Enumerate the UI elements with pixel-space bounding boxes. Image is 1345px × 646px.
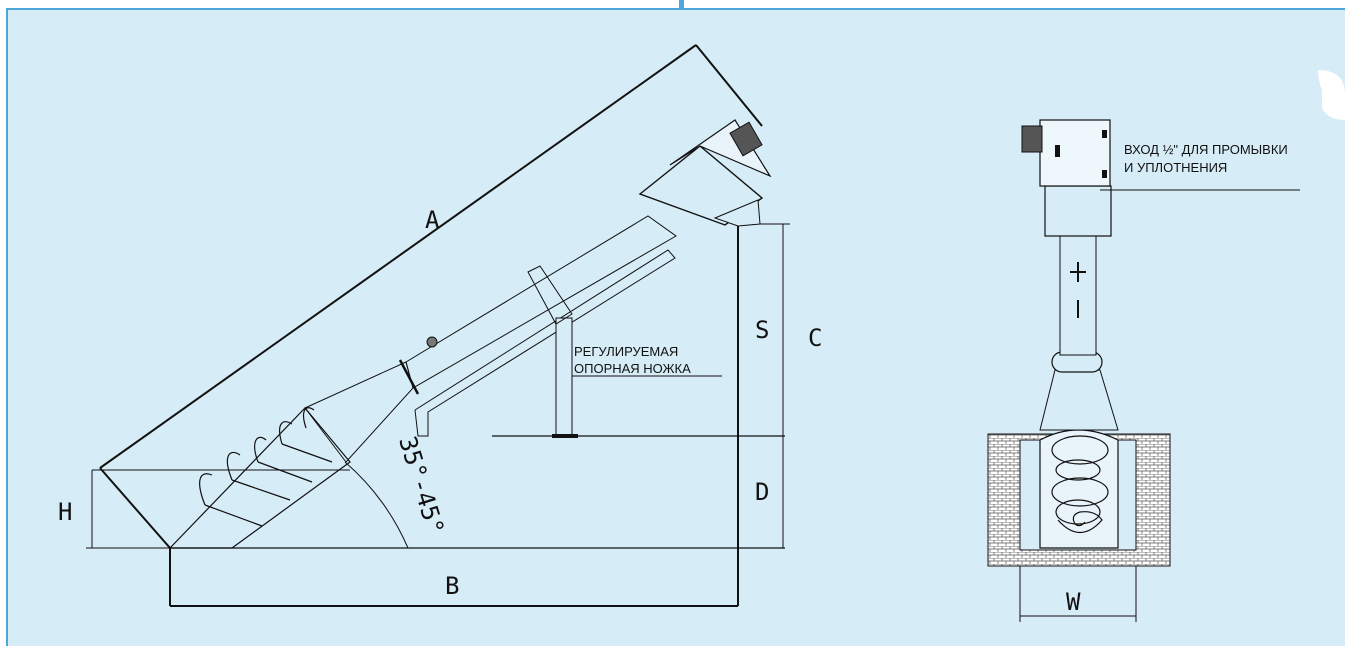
- edge-glyph: [1318, 70, 1345, 120]
- dimension-a-line: [99, 44, 697, 469]
- inlet-trough: [168, 407, 351, 549]
- dimension-a-left-end: [99, 467, 171, 549]
- inlet-line2: И УПЛОТНЕНИЯ: [1124, 160, 1227, 175]
- adjustable-leg-line2: ОПОРНАЯ НОЖКА: [574, 361, 691, 376]
- adjustable-leg-line1: РЕГУЛИРУЕМАЯ: [574, 344, 678, 359]
- gearbox-detail-2: [1102, 130, 1107, 138]
- lower-rail: [414, 249, 676, 437]
- angle-arc: [344, 461, 409, 549]
- front-view: W ВХОД ½" ДЛЯ ПРОМЫВКИ И УПЛОТНЕНИЯ: [987, 119, 1300, 622]
- leg-bracket: [527, 265, 573, 325]
- angle-label: 35°-45°: [393, 433, 449, 538]
- support-leg: [555, 317, 573, 437]
- label-d: D: [755, 478, 769, 506]
- top-tab-marker: [679, 0, 684, 12]
- motor-icon: [729, 121, 763, 157]
- label-a: A: [425, 206, 440, 234]
- gearbox-detail-1: [1055, 145, 1060, 157]
- conveyor-tube: [405, 215, 677, 389]
- screw-spiral: [199, 407, 333, 527]
- label-s: S: [755, 316, 769, 344]
- dimension-a-right-end: [695, 44, 763, 127]
- front-head: [1044, 185, 1112, 237]
- gearbox: [669, 119, 772, 178]
- gearbox-detail-3: [1102, 170, 1107, 178]
- label-c: C: [808, 324, 822, 352]
- front-trough: [1039, 429, 1119, 549]
- front-spiral: [1051, 435, 1109, 534]
- discharge-chute: [713, 199, 761, 227]
- side-view: A B C D H S 35°-45° РЕГУЛИРУЕМАЯ ОПОРНАЯ…: [58, 44, 822, 607]
- label-h: H: [58, 498, 72, 526]
- flange: [398, 359, 420, 395]
- fitting-icon: [426, 336, 438, 348]
- discharge-head: [638, 145, 764, 226]
- inlet-line1: ВХОД ½" ДЛЯ ПРОМЫВКИ: [1124, 142, 1288, 157]
- label-w: W: [1066, 588, 1081, 616]
- front-gearbox: [1039, 119, 1111, 187]
- front-motor-icon: [1021, 125, 1043, 153]
- front-cone: [1039, 369, 1119, 431]
- label-b: B: [445, 572, 459, 600]
